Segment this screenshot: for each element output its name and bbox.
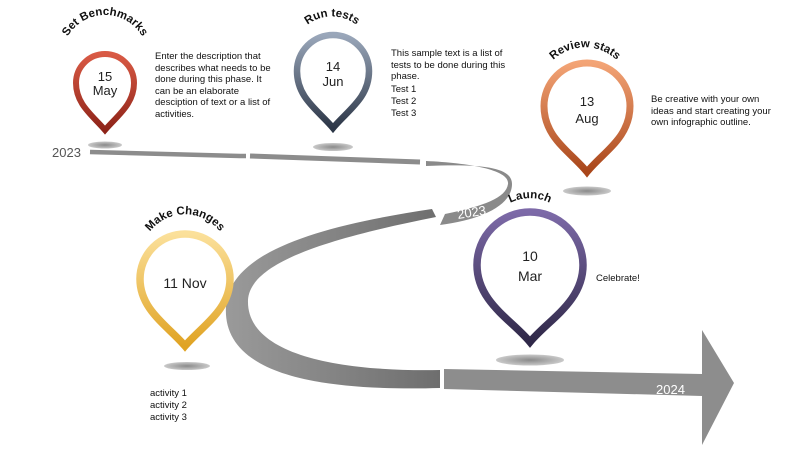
year-label-end: 2024 bbox=[656, 382, 685, 397]
milestone-title: Launch bbox=[507, 189, 553, 205]
pin-month: Mar bbox=[518, 268, 542, 284]
year-label-curve: 2023 bbox=[456, 203, 487, 222]
list-item: activity 3 bbox=[150, 412, 187, 423]
launch-description: Celebrate! bbox=[596, 273, 640, 284]
pin-shadow bbox=[313, 143, 353, 151]
run-tests-list: Test 1 Test 2 Test 3 bbox=[391, 84, 416, 120]
road-arrow bbox=[444, 330, 734, 445]
road-segment-top bbox=[89, 149, 246, 159]
pin-icon bbox=[72, 51, 138, 135]
pin-month: Aug bbox=[575, 111, 598, 126]
pin-icon bbox=[473, 208, 587, 348]
milestone-title: Set Benchmarks bbox=[60, 6, 150, 38]
run-tests-description: This sample text is a list of tests to b… bbox=[391, 48, 506, 82]
pin-day: 15 bbox=[98, 69, 112, 84]
make-changes-list: activity 1 activity 2 activity 3 bbox=[150, 388, 187, 424]
pin-shadow bbox=[563, 186, 611, 196]
benchmarks-description: Enter the description that describes wha… bbox=[155, 51, 271, 120]
milestone-launch: Launch 10 Mar bbox=[473, 189, 587, 366]
milestone-title: Run tests bbox=[303, 7, 362, 27]
milestone-make-changes: Make Changes 11 Nov bbox=[136, 205, 234, 370]
pin-date: 11 Nov bbox=[163, 275, 206, 291]
list-item: Test 3 bbox=[391, 108, 417, 119]
pin-icon bbox=[540, 59, 634, 178]
pin-month: Jun bbox=[323, 74, 344, 89]
pin-day: 10 bbox=[522, 248, 538, 264]
list-item: activity 2 bbox=[150, 400, 187, 411]
milestone-run-tests: Run tests 14 Jun bbox=[293, 7, 373, 151]
road-curve-upper bbox=[426, 161, 512, 225]
pin-day: 13 bbox=[580, 94, 594, 109]
review-stats-description: Be creative with your own ideas and star… bbox=[651, 94, 771, 128]
road-segment-top-2 bbox=[249, 153, 421, 165]
milestone-set-benchmarks: Set Benchmarks 15 May bbox=[60, 6, 150, 149]
milestone-review-stats: Review stats 13 Aug bbox=[540, 38, 634, 196]
milestone-title: Make Changes bbox=[143, 205, 227, 233]
list-item: Test 1 bbox=[391, 84, 417, 95]
road-curve-lower bbox=[225, 209, 440, 389]
pin-shadow bbox=[164, 362, 210, 370]
pin-icon bbox=[136, 230, 234, 352]
pin-day: 14 bbox=[326, 59, 340, 74]
year-label-start: 2023 bbox=[52, 145, 81, 160]
pin-icon bbox=[293, 31, 373, 134]
list-item: Test 2 bbox=[391, 96, 417, 107]
pin-month: May bbox=[93, 83, 118, 98]
milestone-title: Review stats bbox=[548, 38, 623, 62]
list-item: activity 1 bbox=[150, 388, 187, 399]
pin-shadow bbox=[496, 354, 564, 366]
pin-shadow bbox=[88, 141, 122, 149]
timeline-road: 2023 2023 2024 bbox=[52, 145, 734, 445]
